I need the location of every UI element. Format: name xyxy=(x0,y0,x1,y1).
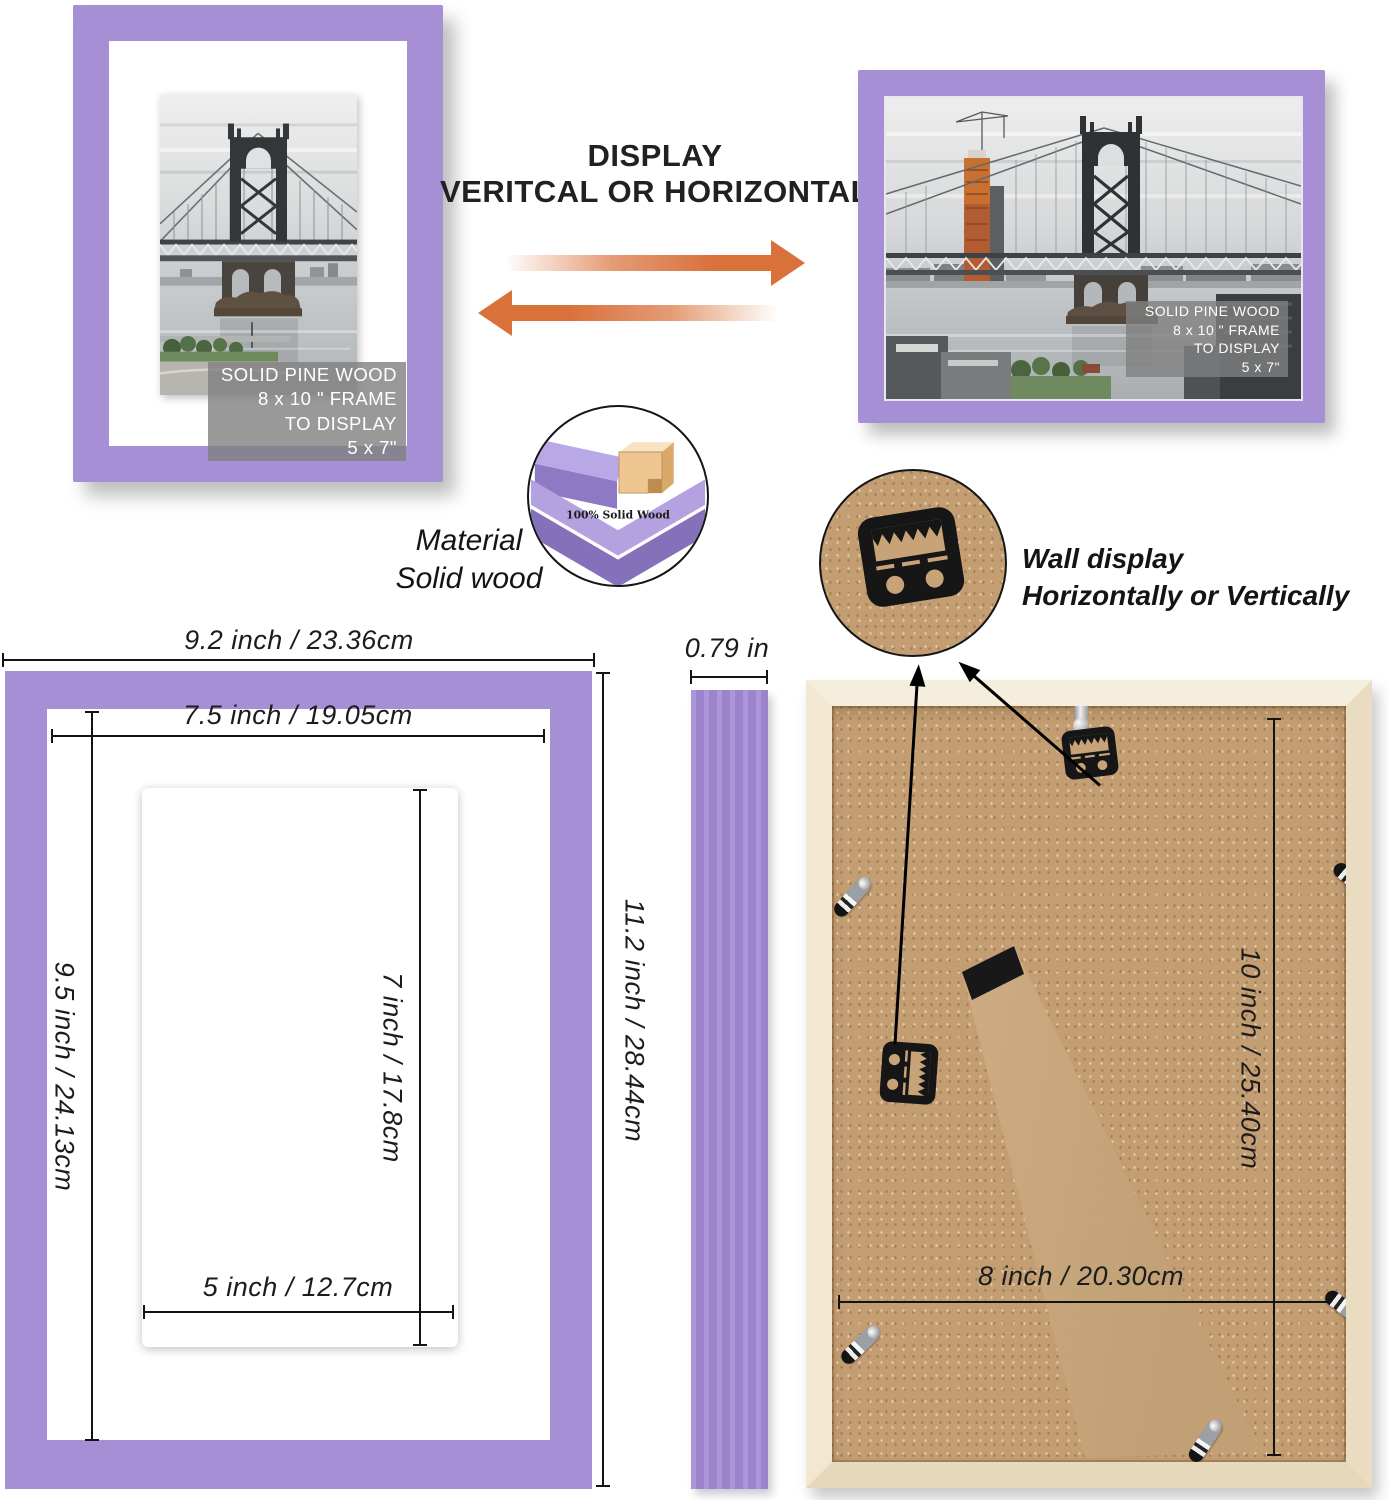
overlay-line: TO DISPLAY xyxy=(1193,340,1280,356)
dim-mat-width-line xyxy=(51,729,545,743)
dim-opening-width-line xyxy=(143,1305,454,1319)
back-board: 10 inch / 25.40cm 8 inch / 20.30cm xyxy=(832,706,1346,1462)
front-frame-diagram xyxy=(5,671,592,1489)
sawtooth-hanger-icon xyxy=(854,504,967,611)
solid-wood-corner-icon: 100% Solid Wood xyxy=(530,440,706,585)
dim-back-width-label: 8 inch / 20.30cm xyxy=(977,1261,1185,1291)
wall-hanger-detail-circle xyxy=(819,469,1007,657)
metal-clip-icon xyxy=(1322,1287,1346,1328)
dim-opening-height-line xyxy=(413,789,427,1346)
sawtooth-hanger-side-icon xyxy=(878,1040,940,1106)
metal-clip-icon xyxy=(838,1324,882,1367)
vertical-frame: SOLID PINE WOOD 8 x 10 " FRAME TO DISPLA… xyxy=(73,5,443,482)
material-caption-line1: Material xyxy=(415,524,523,557)
wall-caption-line2: Horizontally or Vertically xyxy=(1022,580,1350,611)
dim-outer-height-line xyxy=(596,672,610,1487)
display-heading: DISPLAY VERITCAL OR HORIZONTAL xyxy=(425,138,885,210)
frame-side-profile xyxy=(691,690,768,1489)
overlay-line: 8 x 10 " FRAME xyxy=(258,388,397,409)
arrow-left-icon xyxy=(478,290,778,336)
display-heading-line1: DISPLAY xyxy=(587,138,723,173)
dim-back-height-label: 10 inch / 25.40cm xyxy=(1235,947,1266,1170)
overlay-line: SOLID PINE WOOD xyxy=(1144,303,1280,319)
dim-mat-height-label: 9.5 inch / 24.13cm xyxy=(49,961,80,1192)
dim-depth-line xyxy=(690,670,768,684)
display-heading-line2: VERITCAL OR HORIZONTAL xyxy=(439,174,871,209)
dim-outer-height-label: 11.2 inch / 28.44cm xyxy=(619,898,650,1143)
sawtooth-hanger-top-icon xyxy=(1056,724,1124,781)
material-detail-circle: 100% Solid Wood xyxy=(527,405,709,587)
dim-depth-label: 0.79 in xyxy=(684,633,770,663)
front-frame-opening xyxy=(142,788,458,1347)
arrow-right-icon xyxy=(505,240,805,286)
material-caption-line2: Solid wood xyxy=(395,562,543,595)
wall-display-caption: Wall display Horizontally or Vertically xyxy=(1022,540,1349,614)
dim-opening-height-label: 7 inch / 17.8cm xyxy=(377,972,408,1163)
metal-clip-icon xyxy=(832,875,873,920)
solid-wood-label: 100% Solid Wood xyxy=(566,508,670,521)
dim-back-width-line xyxy=(838,1295,1346,1309)
dim-back-height-line xyxy=(1267,718,1281,1456)
back-frame-diagram: 10 inch / 25.40cm 8 inch / 20.30cm xyxy=(806,680,1372,1488)
dim-mat-height-line xyxy=(85,711,99,1441)
metal-clip-icon xyxy=(1330,859,1346,902)
dim-outer-width-label: 9.2 inch / 23.36cm xyxy=(184,625,414,655)
wall-caption-line1: Wall display xyxy=(1022,543,1184,574)
overlay-line: SOLID PINE WOOD xyxy=(220,363,397,385)
frame-size-overlay: SOLID PINE WOOD 8 x 10 " FRAME TO DISPLA… xyxy=(208,362,406,461)
overlay-line: 5 x 7" xyxy=(347,437,397,458)
frame-size-overlay: SOLID PINE WOOD 8 x 10 " FRAME TO DISPLA… xyxy=(1126,301,1288,377)
overlay-line: 8 x 10 " FRAME xyxy=(1173,321,1280,338)
horizontal-frame: SOLID PINE WOOD 8 x 10 " FRAME TO DISPLA… xyxy=(858,70,1325,423)
overlay-line: TO DISPLAY xyxy=(284,412,397,434)
dim-mat-width-label: 7.5 inch / 19.05cm xyxy=(183,700,413,730)
material-caption: Material Solid wood xyxy=(349,522,589,598)
dim-outer-width-line xyxy=(2,653,595,667)
dim-opening-width-label: 5 inch / 12.7cm xyxy=(202,1272,394,1302)
overlay-line: 5 x 7" xyxy=(1241,358,1280,375)
bridge-photo-vertical xyxy=(160,94,357,395)
